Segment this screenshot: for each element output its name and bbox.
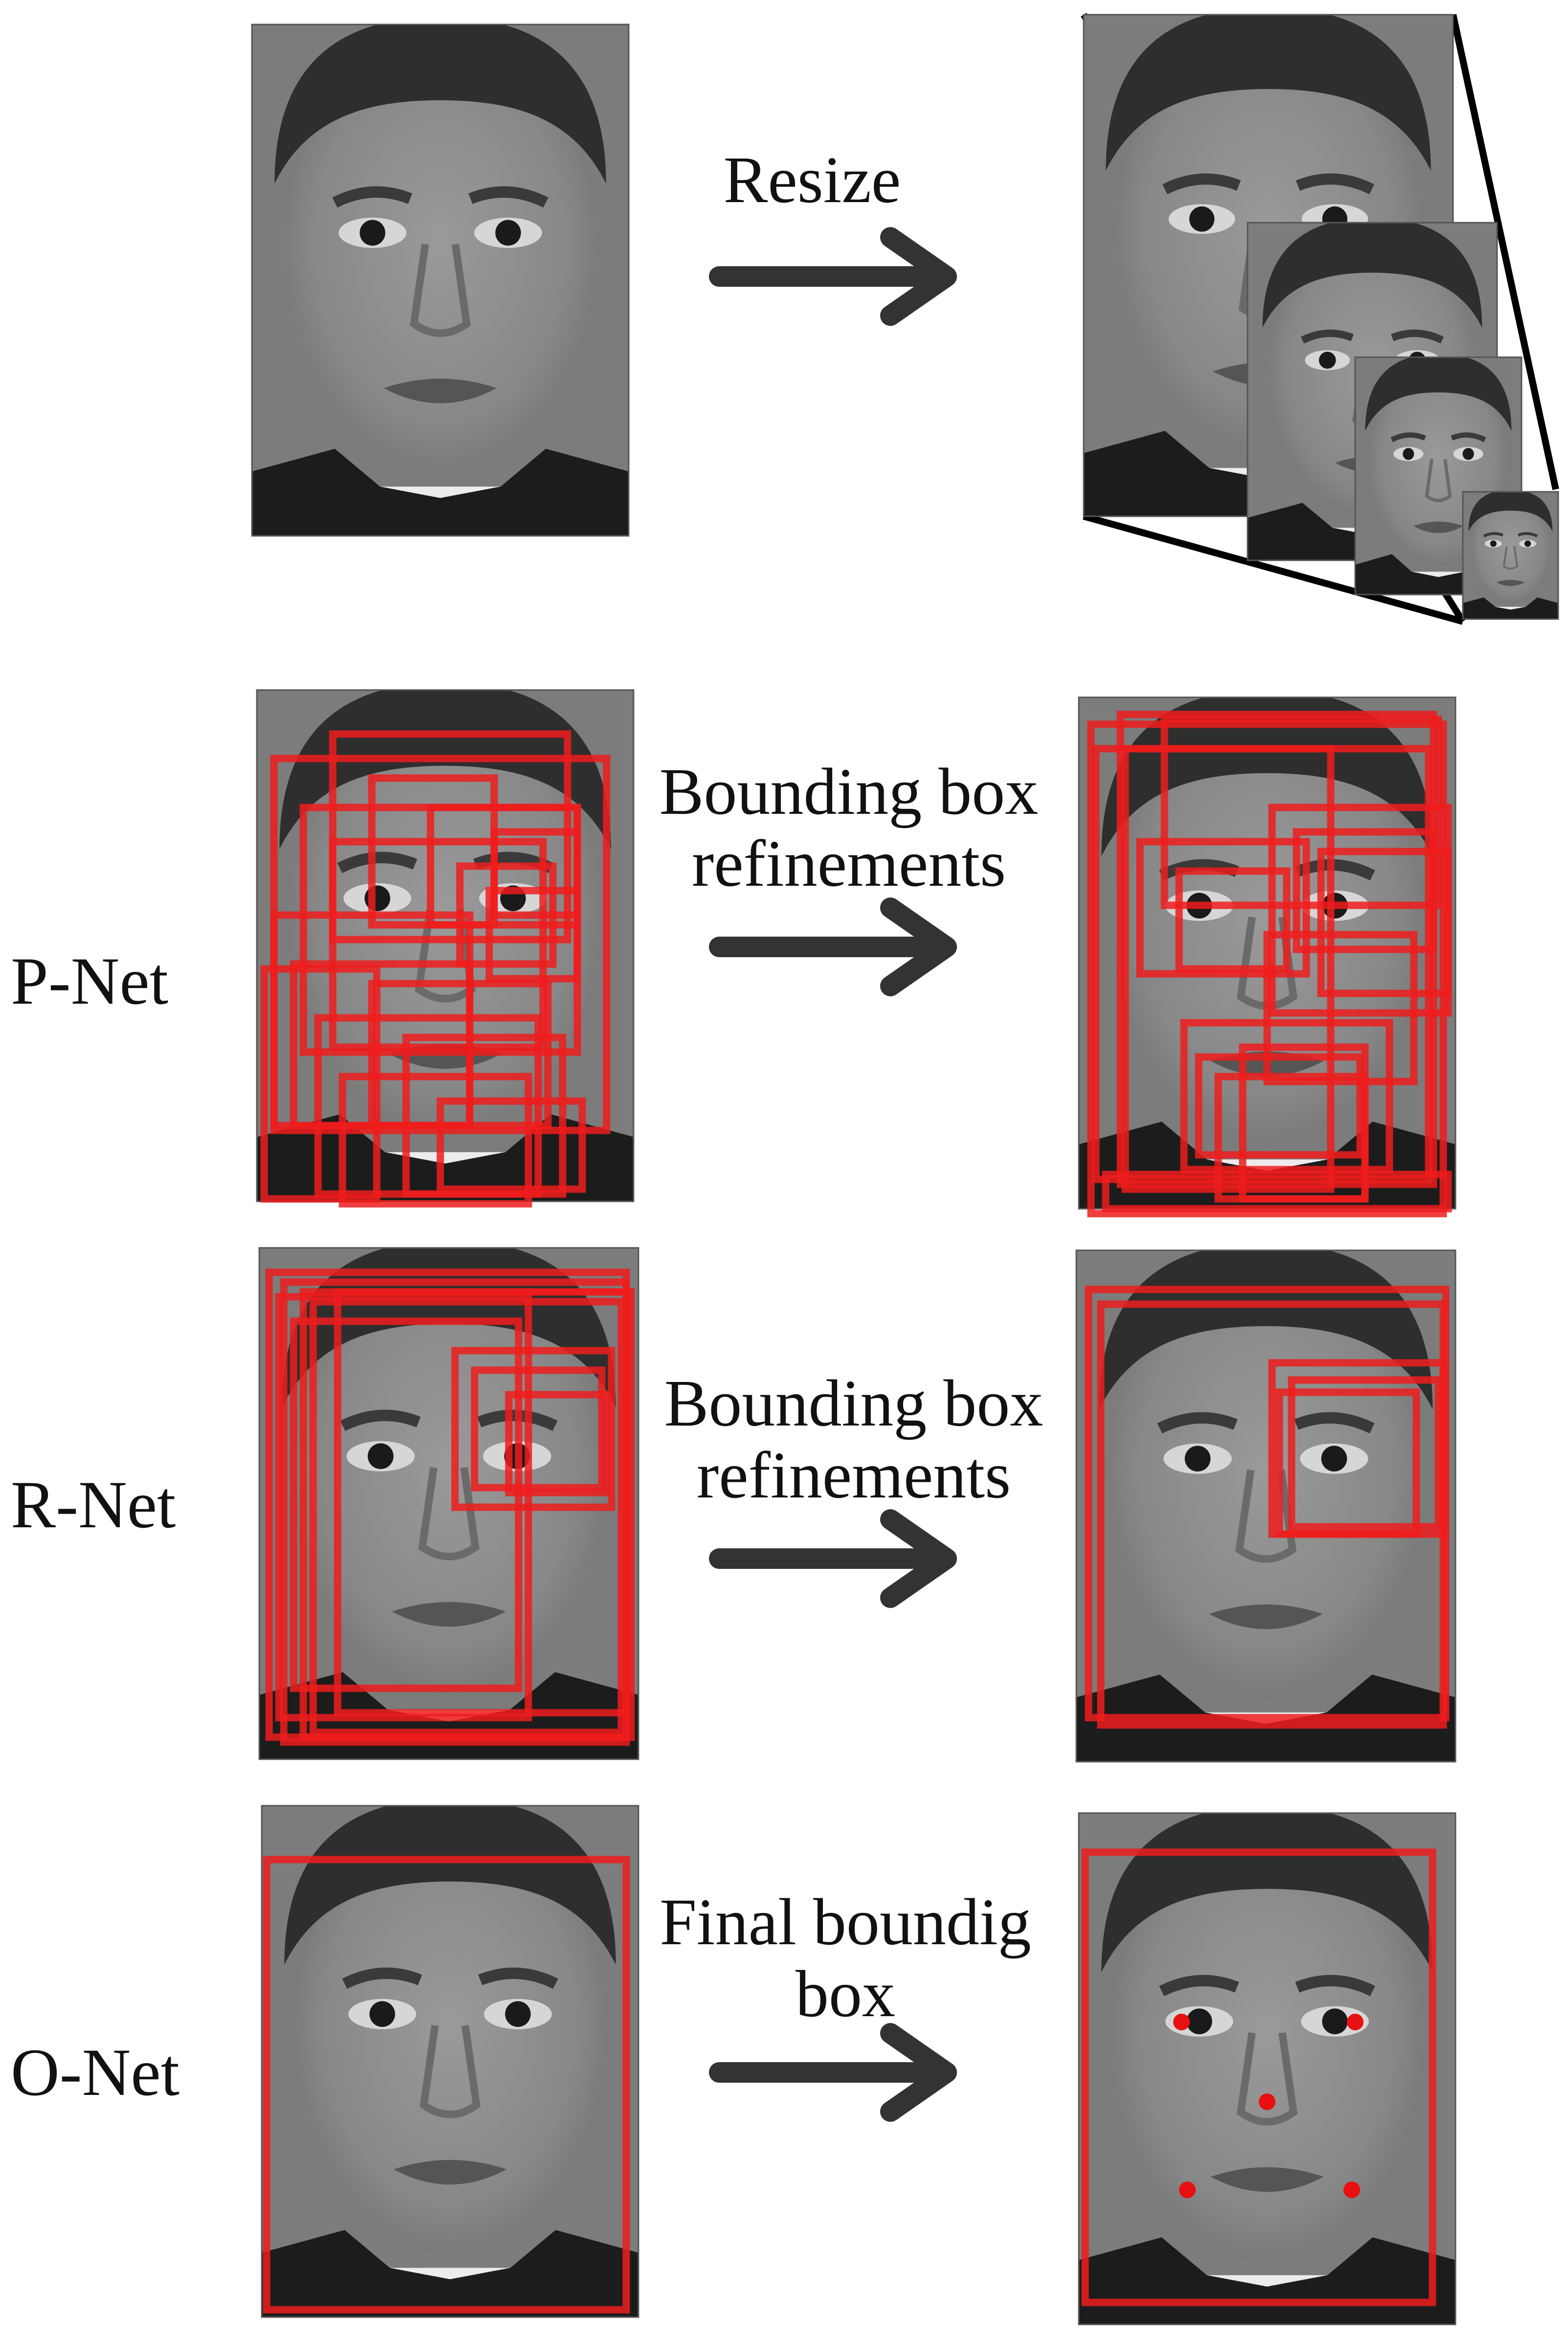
pnet-out-box-0 — [1087, 720, 1447, 1218]
rnet-output-face — [1076, 1243, 1455, 1762]
pnet-arrow-icon — [709, 897, 957, 996]
facial-landmarks — [1173, 2014, 1363, 2198]
rnet-in-boxes — [265, 1268, 635, 1746]
pnet-in-box-16 — [368, 980, 552, 1129]
original-face-image-frame — [251, 23, 630, 537]
rnet-input-face-frame — [258, 1247, 639, 1760]
pnet-in-box-13 — [260, 965, 381, 1203]
landmark-dot-3 — [1179, 2182, 1196, 2198]
onet-output-face-frame — [1078, 1812, 1456, 2325]
rnet-out-boxes — [1085, 1286, 1450, 1729]
onet-output-face — [1079, 1806, 1455, 2324]
rnet-arrow-icon — [709, 1509, 957, 1608]
rnet-out-box-3 — [1288, 1376, 1442, 1531]
landmark-dot-2 — [1259, 2093, 1275, 2110]
pnet-in-box-10 — [339, 1073, 532, 1208]
original-face-image — [252, 17, 629, 536]
rnet-in-box-6 — [471, 1366, 606, 1492]
onet-arrow-icon — [709, 2023, 957, 2122]
rnet-in-box-8 — [290, 1317, 523, 1692]
onet-input-face-frame — [261, 1805, 639, 2318]
pyramid-line-right — [1450, 14, 1559, 490]
pyramid-face-smallest — [1463, 490, 1558, 619]
pnet-out-box-11 — [1239, 1043, 1369, 1203]
onet-out-boxes — [1081, 1848, 1436, 2306]
rnet-in-box-5 — [451, 1347, 615, 1511]
landmark-dot-4 — [1343, 2182, 1360, 2198]
rnet-output-face-frame — [1075, 1249, 1456, 1763]
pnet-out-box-2 — [1160, 715, 1442, 909]
pnet-in-box-6 — [485, 887, 581, 983]
pnet-out-box-15 — [1102, 1171, 1452, 1213]
landmark-dot-0 — [1173, 2014, 1190, 2030]
rnet-out-box-4 — [1275, 1388, 1420, 1538]
pnet-in-box-15 — [490, 828, 581, 919]
pnet-in-box-14 — [329, 838, 547, 1051]
rnet-in-box-7 — [505, 1391, 611, 1496]
onet-out-box-0 — [1081, 1848, 1436, 2306]
pnet-in-box-12 — [436, 1097, 586, 1193]
process-arrows — [709, 227, 957, 2122]
pnet-out-box-9 — [1195, 1053, 1364, 1159]
pnet-out-box-3 — [1136, 838, 1310, 978]
onet-in-boxes — [263, 1856, 630, 2314]
bounding-boxes — [260, 711, 1452, 2314]
pnet-out-boxes — [1087, 711, 1452, 1218]
pyramid-face-smallest-frame — [1462, 491, 1559, 620]
pnet-in-box-11 — [402, 1034, 567, 1198]
pnet-out-box-13 — [1092, 745, 1432, 1183]
rnet-in-box-9 — [309, 1298, 625, 1736]
onet-input-face — [262, 1798, 638, 2317]
pyramid-line-bottom — [1083, 513, 1464, 625]
pnet-out-box-14 — [1263, 931, 1418, 1085]
resize-arrow-icon — [709, 227, 957, 326]
pnet-out-box-8 — [1180, 1019, 1393, 1173]
pnet-out-box-4 — [1175, 867, 1291, 973]
pnet-out-box-6 — [1293, 828, 1437, 953]
pnet-out-box-7 — [1317, 848, 1452, 997]
face-images — [251, 14, 1559, 2325]
rnet-in-box-4 — [334, 1288, 630, 1717]
onet-in-box-0 — [263, 1856, 630, 2314]
pyramid-face-small-frame — [1354, 356, 1523, 596]
pnet-in-box-1 — [329, 730, 571, 943]
landmark-dot-1 — [1347, 2014, 1363, 2030]
pnet-in-boxes — [260, 730, 611, 1208]
